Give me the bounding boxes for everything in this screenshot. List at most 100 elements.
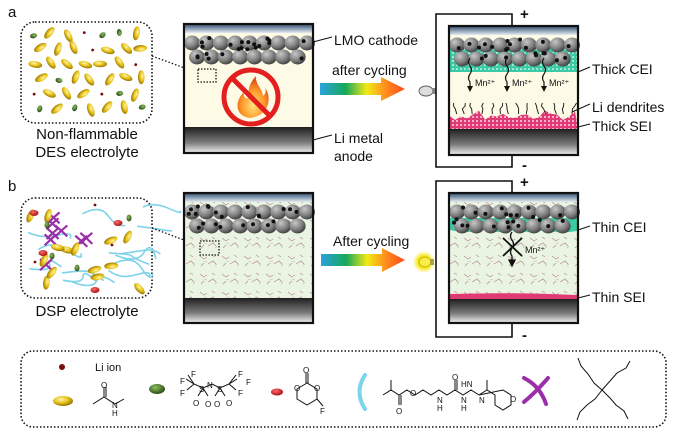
cathode-particle [449,37,465,53]
battery-a-before [182,22,315,155]
red-molecule [38,250,48,256]
cathode-particle [535,37,552,53]
cathode-leader [312,36,333,43]
carbon-black-particle [541,51,546,56]
carbon-black-particle [554,58,559,63]
carbon-black-particle [220,52,225,57]
cathode-particle [217,218,234,234]
green-molecule [74,264,80,272]
cathode-particle [564,37,580,53]
des-caption-line2: DES electrolyte [35,144,139,161]
dsp-electrolyte-zoom [20,197,182,299]
cathode-particle [203,218,220,234]
atom-o: O [510,395,517,404]
atom-f: F [246,378,251,387]
legend-cyan-polymer [357,373,367,411]
anode-label-line1: Li metal [334,130,384,146]
tetra-acrylate-structure [576,357,631,421]
yellow-molecule [54,42,62,56]
cathode-particle [299,35,315,51]
upy-methacrylate-structure [382,380,512,411]
yellow-molecule [28,61,43,68]
atom-n: N [461,396,467,405]
dendrite [525,102,528,115]
cathode-particle [506,37,523,53]
des-caption-line1: Non-flammable [36,126,138,143]
carbon-black-particle [460,223,465,228]
li-ion [100,92,104,96]
atom-o: O [452,373,459,382]
red-molecule [113,220,123,226]
mn-wave-arrow [467,57,473,86]
carbon-black-particle [245,47,250,52]
yellow-molecule [46,266,57,279]
carbon-black-particle [483,53,488,58]
thin-cei-label: Thin CEI [592,219,647,235]
li-dendrites [453,102,577,115]
after-cycling-arrow-a [320,77,405,101]
tfsi-structure [185,374,238,397]
green-molecule [55,77,63,83]
dsp-molecules [26,203,182,295]
carbon-black-particle [506,225,511,230]
after-cycling-label-b: After cycling [333,233,410,249]
carbon-black-particle [452,220,457,225]
cathode-particle [511,51,528,67]
dendrite [534,102,540,115]
carbon-black-particle [461,205,466,210]
mn-ion-label-2: Mn²⁺ [512,78,533,88]
carbon-black-particle [505,220,510,225]
carbon-black-particle [246,40,251,45]
yellow-molecule [77,88,90,99]
polymer-chain [137,225,173,232]
carbon-black-particle [206,56,211,61]
positive-terminal-a: + [520,6,529,23]
negative-terminal-a: - [522,157,527,174]
atom-o: O [294,384,301,393]
des-electrolyte-zoom [20,21,153,124]
cathode-particle [554,51,571,67]
arrow-head [504,86,510,92]
anode-leader [312,134,333,141]
yellow-molecule [62,87,72,100]
dendrite [515,102,520,115]
carbon-black-particle [188,207,193,212]
cathode-particle [449,204,465,220]
carbon-black-particle [288,207,293,212]
carbon-black-particle [482,42,487,47]
current-collector [184,24,313,33]
carbon-black-particle [523,45,528,50]
yellow-molecule [71,70,80,84]
legend-yellow-molecule [53,396,73,406]
carbon-black-particle [245,205,250,210]
positive-terminal-b: + [520,174,529,191]
carbon-black-particle [271,219,276,224]
carbon-black-particle [560,218,565,223]
yellow-molecule [133,45,148,52]
legend-li-ion-symbol [59,364,65,370]
polymer-chain [114,246,157,260]
carbon-black-particle [204,52,209,57]
carbon-black-particle [205,204,210,209]
legend-box [20,350,667,428]
negative-terminal-b: - [522,327,527,344]
zoom-region-marker [197,68,217,83]
yellow-molecule [44,27,55,39]
yellow-molecule [51,103,63,114]
yellow-molecule [120,100,128,115]
green-molecule [30,33,37,39]
carbon-black-particle [491,224,496,229]
crosslinker [45,227,60,240]
cathode-particle [463,37,480,53]
cathode-particle [227,35,244,51]
light-bulb-on-icon [413,251,435,273]
carbon-black-particle [250,222,255,227]
legend-red-molecule [271,388,283,396]
after-cycling-arrow-b [321,248,405,272]
circuit-wire-b [435,180,513,338]
atom-h: H [112,409,118,418]
dendrite [553,102,557,115]
lmo-cathode-particles [184,204,315,234]
polymer-chain [142,203,182,214]
atom-o: O [396,407,403,416]
